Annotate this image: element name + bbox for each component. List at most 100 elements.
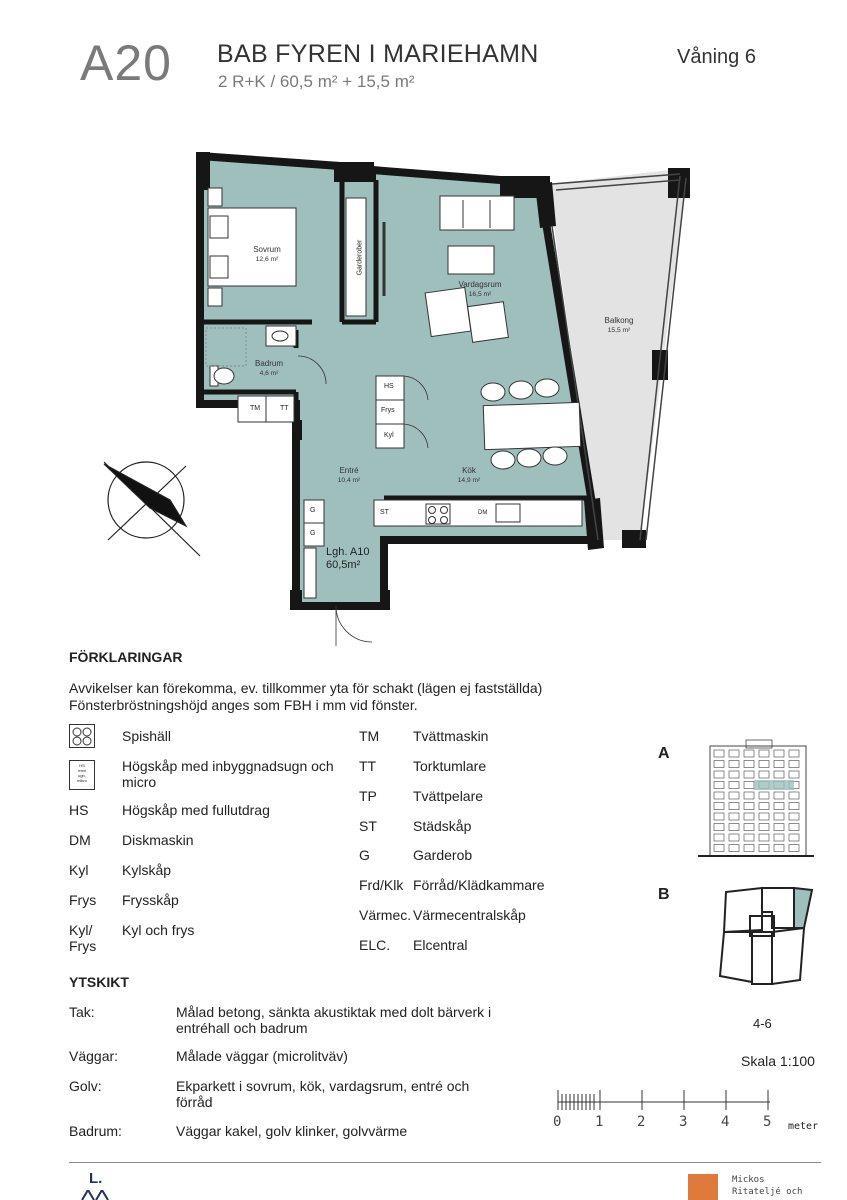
- legend-text-varmec: Värmecentralskåp: [413, 907, 526, 923]
- elevation-window: [713, 781, 725, 789]
- scale-tick-2: 2: [637, 1114, 646, 1130]
- elevation-window: [788, 812, 800, 821]
- room-name: Entré: [339, 466, 359, 475]
- elevation-window: [758, 844, 770, 852]
- legend-note-2: Fönsterbröstningshöjd anges som FBH i mm…: [69, 697, 418, 713]
- frys-label: Frys: [381, 407, 395, 414]
- apartment-code: A20: [80, 35, 172, 91]
- g-label-2: G: [310, 530, 316, 537]
- elevation-window: [788, 802, 800, 810]
- floor-label: Våning 6: [677, 46, 756, 68]
- elevation-window: [773, 760, 785, 768]
- tt-label: TT: [280, 405, 289, 412]
- elevation-window: [728, 781, 740, 789]
- scale-tick-1: 1: [595, 1114, 604, 1130]
- oven-cabinet-icon: HS med ugn, mikro: [69, 760, 95, 790]
- ytskikt-text-tak: Målad betong, sänkta akustiktak med dolt…: [176, 1004, 492, 1036]
- hs-label: HS: [384, 383, 394, 390]
- room-balkong: Balkong 15,5 m²: [584, 316, 654, 336]
- kitchen-counter: [373, 499, 583, 527]
- elevation-window: [713, 760, 725, 768]
- sofa: [439, 195, 515, 231]
- footer-left-logo-mark: [81, 1190, 109, 1200]
- footer-company-line-1: Mickos: [732, 1175, 765, 1185]
- legend-abbr-tm: TM: [359, 728, 380, 744]
- room-area: 4,6 m²: [259, 370, 279, 377]
- ytskikt-label-badrum: Badrum:: [69, 1123, 122, 1139]
- legend-text-st: Städskåp: [413, 818, 472, 834]
- apartment-tag-area: 60,5m²: [326, 559, 361, 571]
- legend-abbr-g: G: [359, 847, 370, 863]
- legend-text-spishall: Spishäll: [122, 728, 172, 744]
- footer-divider: [69, 1162, 821, 1163]
- footer-company-line-2: Ritateljé och: [732, 1187, 803, 1197]
- stove-icon: [69, 724, 95, 748]
- project-name: BAB FYREN I MARIEHAMN: [217, 40, 539, 68]
- elevation-window: [713, 812, 725, 821]
- legend-abbr-elc: ELC.: [359, 937, 391, 953]
- elevation-window: [728, 791, 740, 800]
- keyplan-a-label: A: [658, 745, 670, 762]
- legend-text-kylfrys: Kyl och frys: [122, 922, 195, 938]
- elevation-window: [773, 823, 785, 831]
- keyplan-floors: 4-6: [753, 1016, 772, 1031]
- legend-abbr-hs: HS: [69, 802, 89, 818]
- elevation-window: [743, 770, 755, 779]
- legend-text-dm: Diskmaskin: [122, 832, 194, 848]
- elevation-window: [743, 791, 755, 800]
- room-area: 12,6 m²: [255, 256, 279, 263]
- scale-bar: [557, 1090, 770, 1110]
- elevation-window: [773, 749, 785, 758]
- dining-table: [482, 401, 582, 451]
- elevation-window: [773, 770, 785, 779]
- room-sovrum: Sovrum 12,6 m²: [232, 245, 302, 265]
- building-elevation: [698, 739, 814, 857]
- elevation-window: [743, 749, 755, 758]
- elevation-window: [728, 749, 740, 758]
- balcony-floor: [548, 168, 688, 540]
- apartment-tag-name: Lgh. A10: [326, 546, 370, 558]
- scale-tick-5: 5: [763, 1114, 772, 1130]
- ytskikt-text-golv: Ekparkett i sovrum, kök, vardagsrum, ent…: [176, 1078, 470, 1110]
- room-name: Sovrum: [253, 245, 281, 254]
- elevation-window: [788, 791, 800, 800]
- elevation-window: [728, 833, 740, 842]
- dm-label: DM: [478, 510, 488, 516]
- room-vardagsrum: Vardagsrum 16,5 m²: [440, 280, 520, 300]
- legend-abbr-kylfrys: Kyl/ Frys: [69, 922, 97, 954]
- elevation-window: [773, 812, 785, 821]
- elevation-window: [713, 833, 725, 842]
- room-name: Badrum: [254, 359, 283, 368]
- legend-text-tt: Torktumlare: [413, 758, 487, 774]
- elevation-window: [773, 844, 785, 852]
- elevation-window: [758, 823, 770, 831]
- elevation-window: [788, 823, 800, 831]
- wardrobe: [345, 197, 367, 317]
- elevation-window: [773, 791, 785, 800]
- elevation-window: [788, 760, 800, 768]
- st-label: ST: [380, 509, 389, 516]
- ytskikt-text-vaggar: Målade väggar (microlitväv): [176, 1048, 348, 1064]
- elevation-window: [713, 791, 725, 800]
- elevation-window: [728, 770, 740, 779]
- elevation-window: [758, 833, 770, 842]
- elevation-window: [713, 770, 725, 779]
- wardrobe-label: Garderober: [356, 239, 364, 276]
- elevation-window: [743, 802, 755, 810]
- room-name: Balkong: [604, 316, 634, 325]
- scale-tick-0: 0: [553, 1114, 562, 1130]
- elevation-window: [728, 802, 740, 810]
- legend-abbr-tt: TT: [359, 758, 377, 774]
- ytskikt-title: YTSKIKT: [69, 974, 129, 990]
- room-area: 10,4 m²: [337, 477, 361, 484]
- room-kok: Kök 14,9 m²: [444, 466, 494, 486]
- armchair: [467, 301, 509, 343]
- legend-title: FÖRKLARINGAR: [69, 649, 183, 665]
- ytskikt-text-badrum: Väggar kakel, golv klinker, golvvärme: [176, 1123, 408, 1139]
- elevation-window: [758, 802, 770, 810]
- elevation-window: [758, 770, 770, 779]
- legend-text-frdklk: Förråd/Klädkammare: [413, 877, 545, 893]
- elevation-window: [773, 833, 785, 842]
- room-entre: Entré 10,4 m²: [324, 466, 374, 486]
- legend-abbr-st: ST: [359, 818, 377, 834]
